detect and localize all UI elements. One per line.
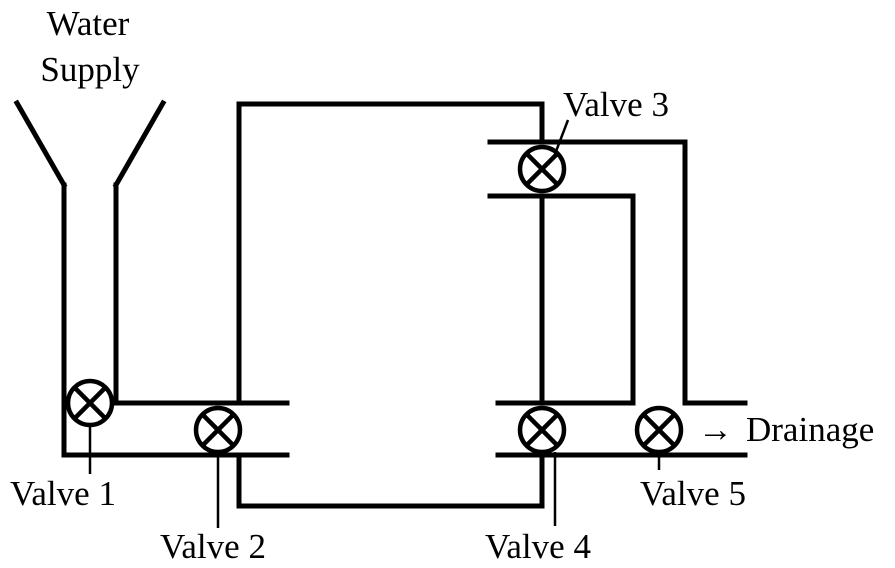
water-supply-label-line2: Supply (40, 50, 140, 89)
valve-5-label: Valve 5 (640, 474, 746, 513)
lower-right-pipe (495, 400, 748, 458)
valve-3-label: Valve 3 (563, 85, 669, 124)
valve-1-label: Valve 1 (10, 474, 116, 513)
valve-3-symbol (517, 144, 567, 194)
drainage-arrow: → (698, 410, 733, 449)
valve-2-symbol (193, 405, 243, 455)
valve-5-symbol (634, 405, 684, 455)
water-supply-label-line1: Water (47, 4, 130, 43)
upper-right-pipe (487, 139, 688, 406)
central-loop-pipe (236, 101, 545, 509)
lower-left-pipe (61, 400, 290, 458)
water-supply-funnel (13, 99, 167, 458)
valve-4-symbol (517, 405, 567, 455)
drainage-label: Drainage (746, 410, 874, 449)
valve-1-symbol (65, 378, 115, 428)
valve-3-leader (553, 119, 570, 155)
valve-2-label: Valve 2 (160, 527, 266, 566)
valve-4-label: Valve 4 (485, 527, 591, 566)
